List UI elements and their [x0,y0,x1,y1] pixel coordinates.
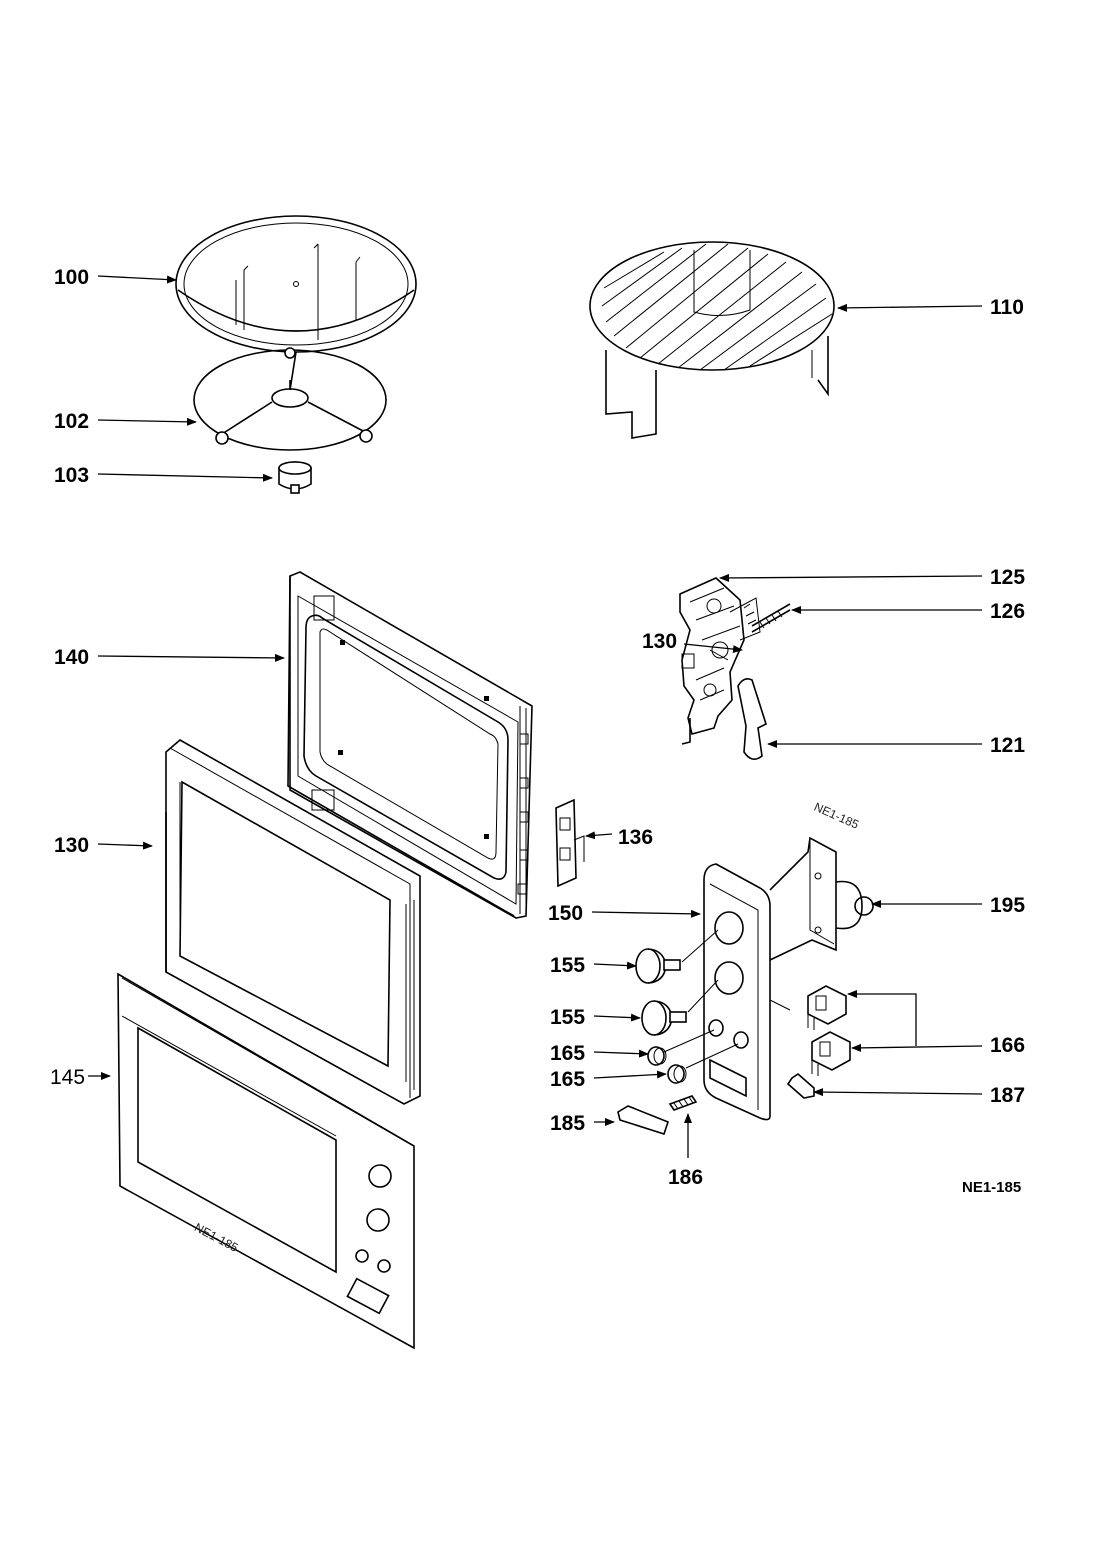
callout-110: 110 [990,296,1024,319]
part-187-release-lever [786,1072,815,1099]
part-165-button-lower [667,1064,687,1084]
callout-labels: 100 102 103 110 125 126 130 121 140 136 … [50,266,1025,1196]
part-150-control-panel [703,863,771,1121]
part-186-spring [668,1095,698,1111]
callout-185: 185 [550,1112,585,1135]
part-126-spring [751,603,791,633]
part-110-grill-rack [589,241,835,439]
callout-195: 195 [990,894,1025,917]
callout-100: 100 [54,266,89,289]
diagram-reference-code: NE1-185 [962,1179,1021,1196]
callout-155-lower: 155 [550,1006,585,1029]
callout-126: 126 [990,600,1025,623]
part-102-roller-ring [193,347,387,451]
engraved-model-marking: NE1-185 [192,1220,241,1255]
callout-166: 166 [990,1034,1025,1057]
callout-145: 145 [50,1066,85,1089]
part-100-glass-tray [175,215,417,353]
part-155-knob-upper [635,948,681,984]
callout-121: 121 [990,734,1025,757]
part-185-push-button [617,1105,669,1136]
callout-186: 186 [668,1166,703,1189]
engraved-model-marking-timer: NE1-185 [812,800,861,832]
part-155-knob-lower [641,1000,687,1036]
part-121-latch-hook [737,678,767,760]
callout-103: 103 [54,464,89,487]
callout-140: 140 [54,646,89,669]
callout-102: 102 [54,410,89,433]
callout-130-latch: 130 [642,630,677,653]
part-130-door [165,739,421,1105]
callout-125: 125 [990,566,1025,589]
part-125-latch-board [679,577,761,745]
part-166-switch-lower [811,1031,851,1076]
callout-155-upper: 155 [550,954,585,977]
callout-136: 136 [618,826,653,849]
part-103-coupler [278,461,312,494]
part-195-timer: NE1-185 [769,800,874,961]
callout-130-door: 130 [54,834,89,857]
part-140-door-frame [287,571,533,919]
part-145-door-screen: NE1-185 [117,972,415,1350]
callout-150: 150 [548,902,583,925]
callout-165-lower: 165 [550,1068,585,1091]
callout-165-upper: 165 [550,1042,585,1065]
part-136-hinge [555,798,585,888]
part-165-button-upper [647,1046,667,1066]
part-166-switch-upper [807,985,847,1030]
callout-187: 187 [990,1084,1025,1107]
leader-lines [88,275,983,1158]
